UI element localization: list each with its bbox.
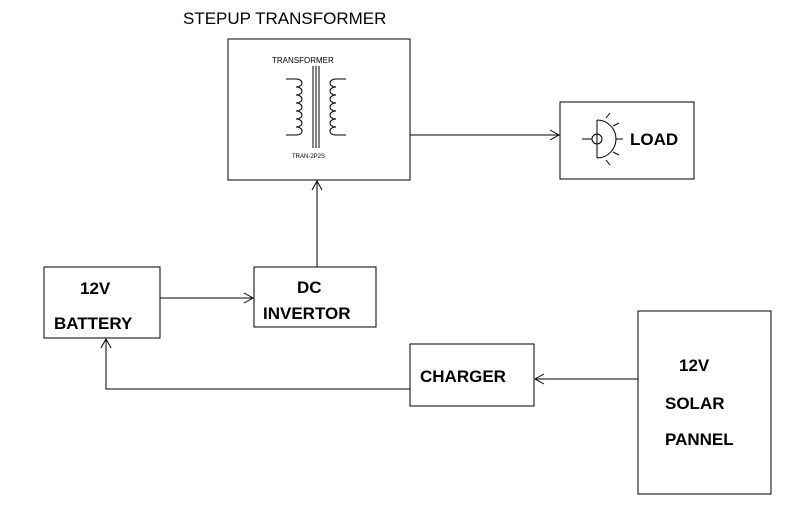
arrow-battery-to-invertor — [160, 292, 255, 304]
invertor-box — [253, 266, 377, 328]
battery-block: 12V BATTERY — [43, 266, 161, 339]
arrow-invertor-to-transformer — [311, 179, 323, 267]
battery-box — [43, 266, 161, 339]
solar-voltage: 12V — [679, 356, 710, 375]
transformer-part-number: TRAN-2P2S — [292, 154, 325, 160]
load-block: LOAD — [559, 101, 695, 180]
load-label: LOAD — [630, 130, 678, 149]
arrow-transformer-to-load — [410, 129, 561, 141]
arrow-solar-to-charger — [533, 373, 638, 385]
solar-panel-block: 12V SOLAR PANNEL — [637, 310, 772, 495]
charger-label: CHARGER — [420, 367, 506, 386]
transformer-block: TRANSFORMER TRAN-2P2S — [227, 38, 411, 181]
invertor-line1: DC — [297, 278, 322, 297]
invertor-block: DC INVERTOR — [253, 266, 377, 328]
invertor-line2: INVERTOR — [263, 304, 351, 323]
arrow-charger-to-battery — [100, 337, 410, 390]
charger-block: CHARGER — [409, 343, 535, 407]
battery-label: BATTERY — [54, 314, 133, 333]
transformer-label: TRANSFORMER — [272, 56, 334, 65]
connectors — [100, 129, 638, 390]
battery-voltage: 12V — [80, 279, 111, 298]
diagram-title: STEPUP TRANSFORMER — [183, 9, 386, 28]
solar-label: SOLAR — [665, 394, 725, 413]
solar-panel-box — [637, 310, 772, 495]
charger-box — [409, 343, 535, 407]
lamp-icon — [582, 112, 623, 166]
solar-pannel-label: PANNEL — [665, 430, 734, 449]
transformer-symbol-icon — [286, 66, 346, 148]
load-box — [559, 101, 695, 180]
